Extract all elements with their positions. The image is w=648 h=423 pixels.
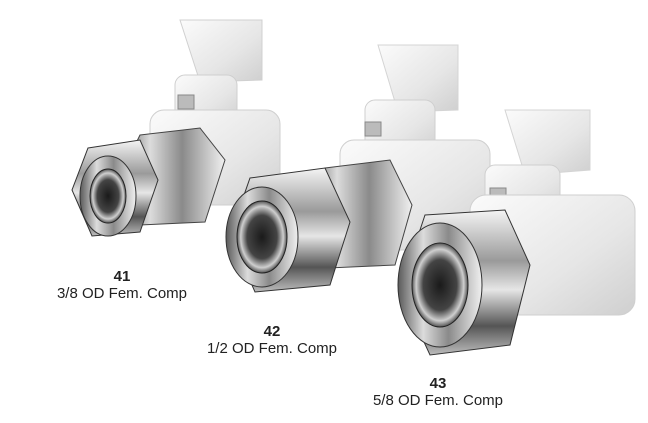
valve-description: 1/2 OD Fem. Comp [206, 340, 338, 357]
handle-42 [377, 44, 459, 113]
valve-43 [397, 109, 636, 356]
valve-number: 42 [263, 323, 281, 340]
handle-41 [179, 19, 263, 83]
valve-description: 5/8 OD Fem. Comp [372, 392, 504, 409]
valve-description: 3/8 OD Fem. Comp [56, 285, 188, 302]
valve-41 [71, 19, 281, 237]
handle-43 [504, 109, 591, 176]
caption-41: 41 3/8 OD Fem. Comp [42, 268, 202, 303]
caption-42: 42 1/2 OD Fem. Comp [192, 323, 352, 358]
valve-number: 43 [429, 375, 447, 392]
caption-43: 43 5/8 OD Fem. Comp [358, 375, 518, 410]
valve-42 [225, 44, 491, 293]
valve-number: 41 [113, 268, 131, 285]
